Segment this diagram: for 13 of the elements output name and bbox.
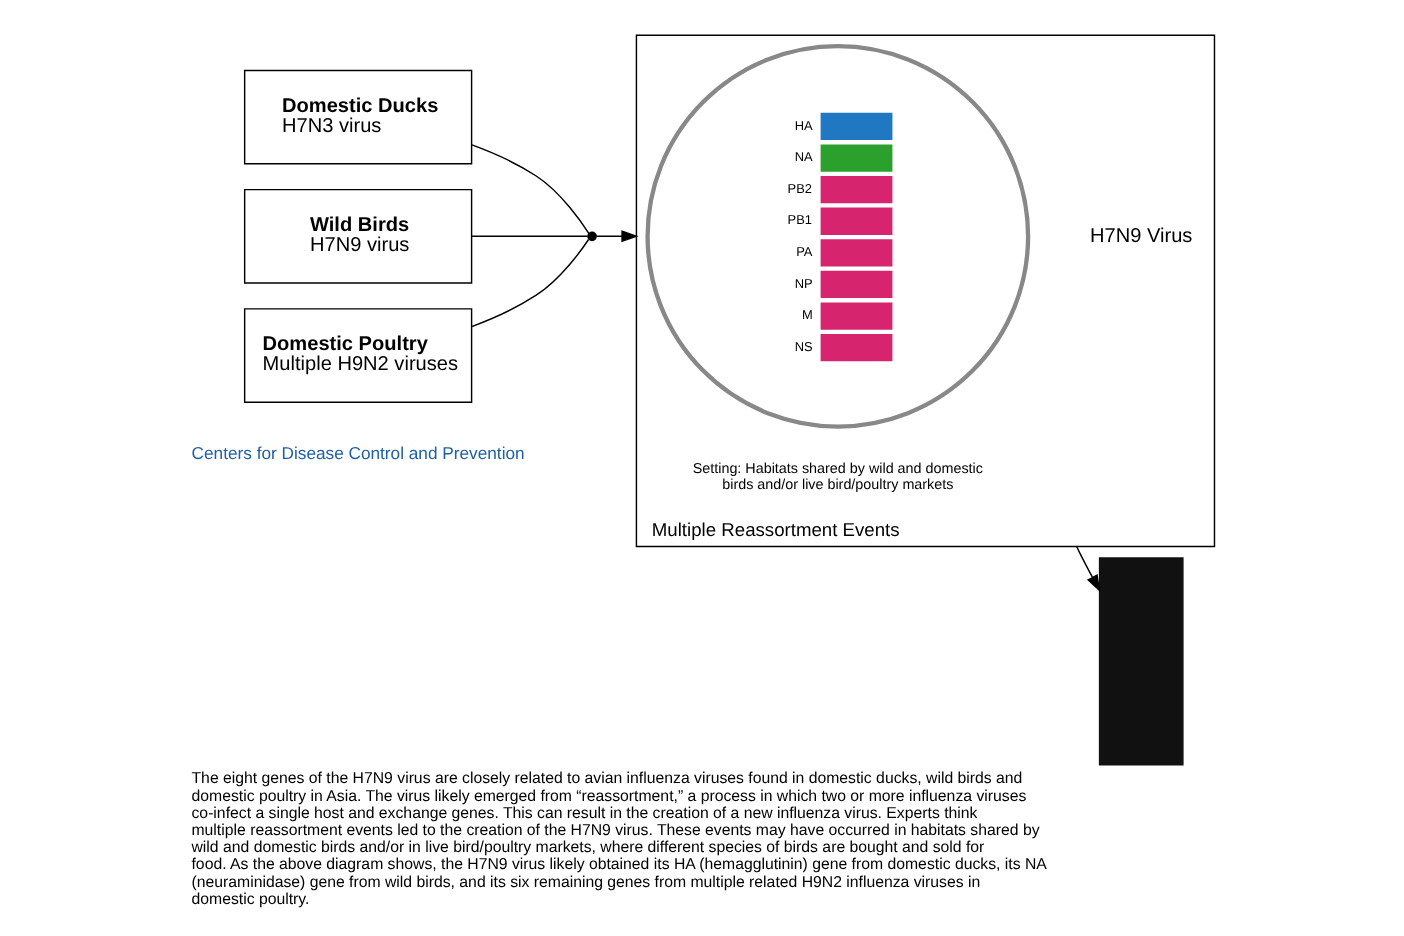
- connector: [470, 237, 589, 327]
- node-person: [1097, 556, 1183, 765]
- node-box: Domestic Poultry Multiple H9N2 viruses: [242, 307, 472, 402]
- node-label: H7N9 Virus: [1089, 224, 1192, 247]
- label: Centers for Disease Control and Prevention: [190, 442, 524, 463]
- node-box: Wild Birds H7N9 virus: [242, 187, 472, 283]
- arrow: [1074, 544, 1100, 592]
- connector: [470, 143, 589, 234]
- caption: The eight genes of the H7N9 virus are closely related to avian influenza viruses found in domestic ducks, wild birds and domestic poultry in Asia. The virus likely emerged from “reassortment,” a process in which two or more influenza viruses co-infect a single host and exchange genes. This can result in the creation of a new influenza virus. Experts think multiple reassortment events led to the creation of the H7N9 virus. These events may have occurred in habitats shared by wild and domestic birds and/or in live bird/poultry markets, where different species of birds are bought and sold for food. As the above diagram shows, the H7N9 virus likely obtained its HA (hemagglutinin) gene from domestic ducks, its NA (neuraminidase) gene from wild birds, and its six remaining genes from multiple related H9N2 influenza viruses in domestic poultry.: [190, 768, 1046, 907]
- node-box: Domestic Ducks H7N3 virus: [242, 68, 472, 164]
- connector: [470, 234, 588, 237]
- node-circle: [586, 230, 596, 241]
- arrow: [594, 229, 638, 242]
